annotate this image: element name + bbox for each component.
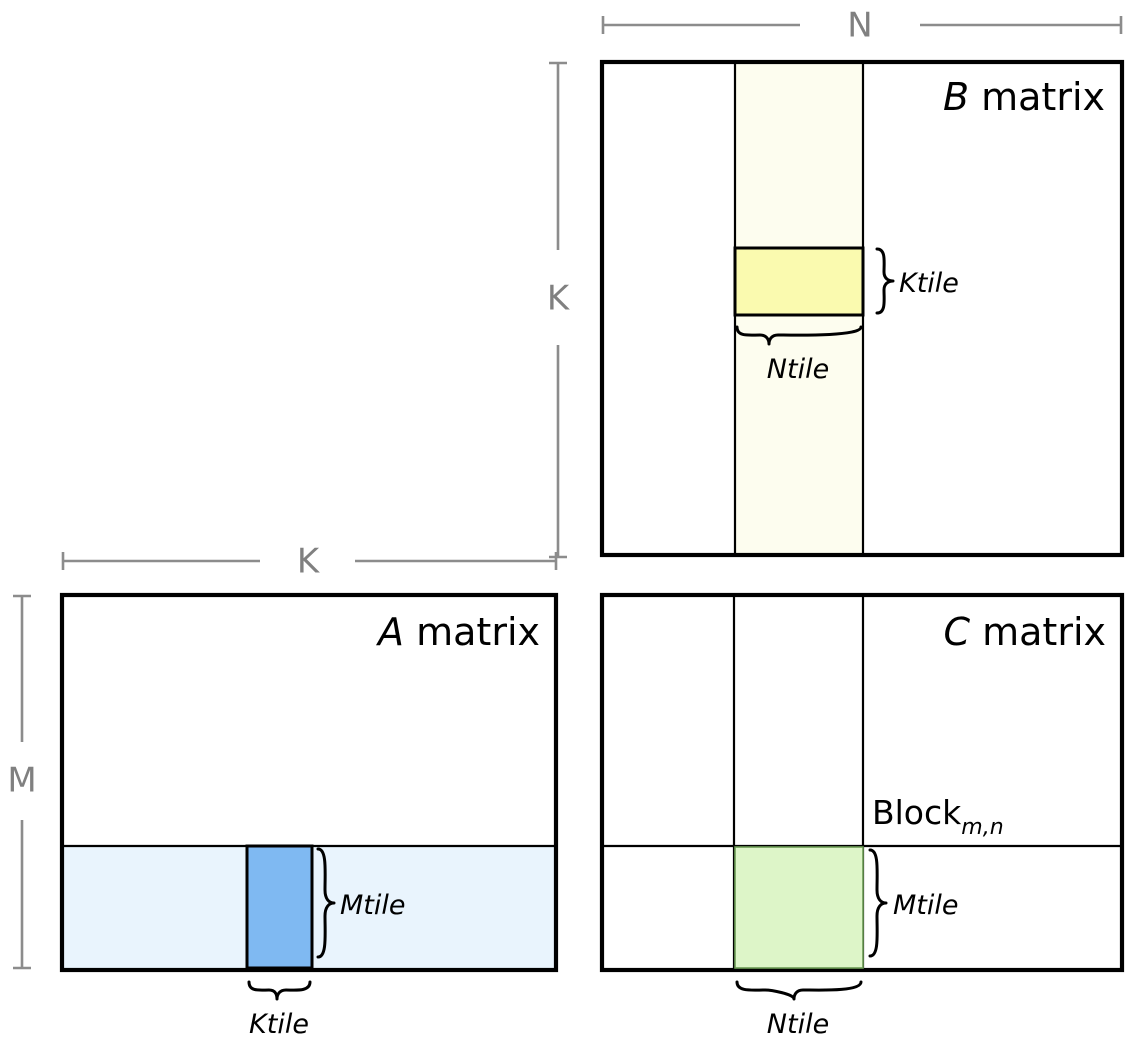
c-matrix-title: C matrix [944,610,1107,654]
b-matrix-title-symbol: B [943,75,969,119]
dimension-label-k-vertical: K [547,279,571,319]
a-matrix-outline [59,592,559,973]
b-ntile-brace [735,325,863,346]
matrix-a: A matrix [59,592,559,973]
b-ktile-label: Ktile [899,268,959,299]
c-matrix-outline [599,592,1125,973]
c-mtile-label: Mtile [893,890,959,921]
a-mtile-label: Mtile [340,890,406,921]
b-ktile-brace [875,247,895,315]
b-matrix-title-word: matrix [969,75,1105,119]
b-matrix-outline [599,59,1125,558]
dimension-marker-k-horizontal: K [61,542,558,582]
a-tile [245,844,314,970]
b-ntile-brace-group: Ntile [735,325,863,385]
a-matrix-title-symbol: A [375,610,404,654]
a-mtile-brace-group: Mtile [316,847,406,959]
a-matrix-title: A matrix [375,610,540,654]
dimension-label-n: N [847,6,872,46]
c-block-label: Blockm,n [872,793,1004,840]
b-ntile-label: Ntile [767,354,829,385]
c-ntile-label: Ntile [767,1009,829,1040]
b-ktile-brace-group: Ktile [875,247,959,315]
dimension-marker-m: M [7,594,37,970]
matrix-c: C matrix Blockm,n [599,592,1125,973]
a-ktile-label: Ktile [249,1009,309,1040]
dimension-marker-n: N [601,6,1123,46]
c-mtile-brace-group: Mtile [868,848,959,958]
c-matrix-title-symbol: C [944,610,971,654]
c-block-label-text: Block [872,793,962,832]
c-matrix-title-word: matrix [970,610,1106,654]
c-ntile-brace-group: Ntile [735,980,863,1040]
dimension-marker-k-vertical: K [547,61,571,559]
b-tile [733,246,865,317]
dimension-label-k-horizontal: K [297,542,321,582]
b-matrix-title: B matrix [943,75,1105,119]
c-block-label-subscript: m,n [961,815,1003,840]
dimension-label-m: M [7,761,36,801]
a-ktile-brace-group: Ktile [247,980,312,1040]
a-ktile-brace [247,980,312,1001]
c-ntile-brace [735,980,863,1001]
matrix-b: B matrix [599,59,1125,558]
c-mtile-brace [868,848,888,958]
c-tile [734,846,864,969]
a-mtile-brace [316,847,336,959]
a-matrix-title-word: matrix [404,610,540,654]
